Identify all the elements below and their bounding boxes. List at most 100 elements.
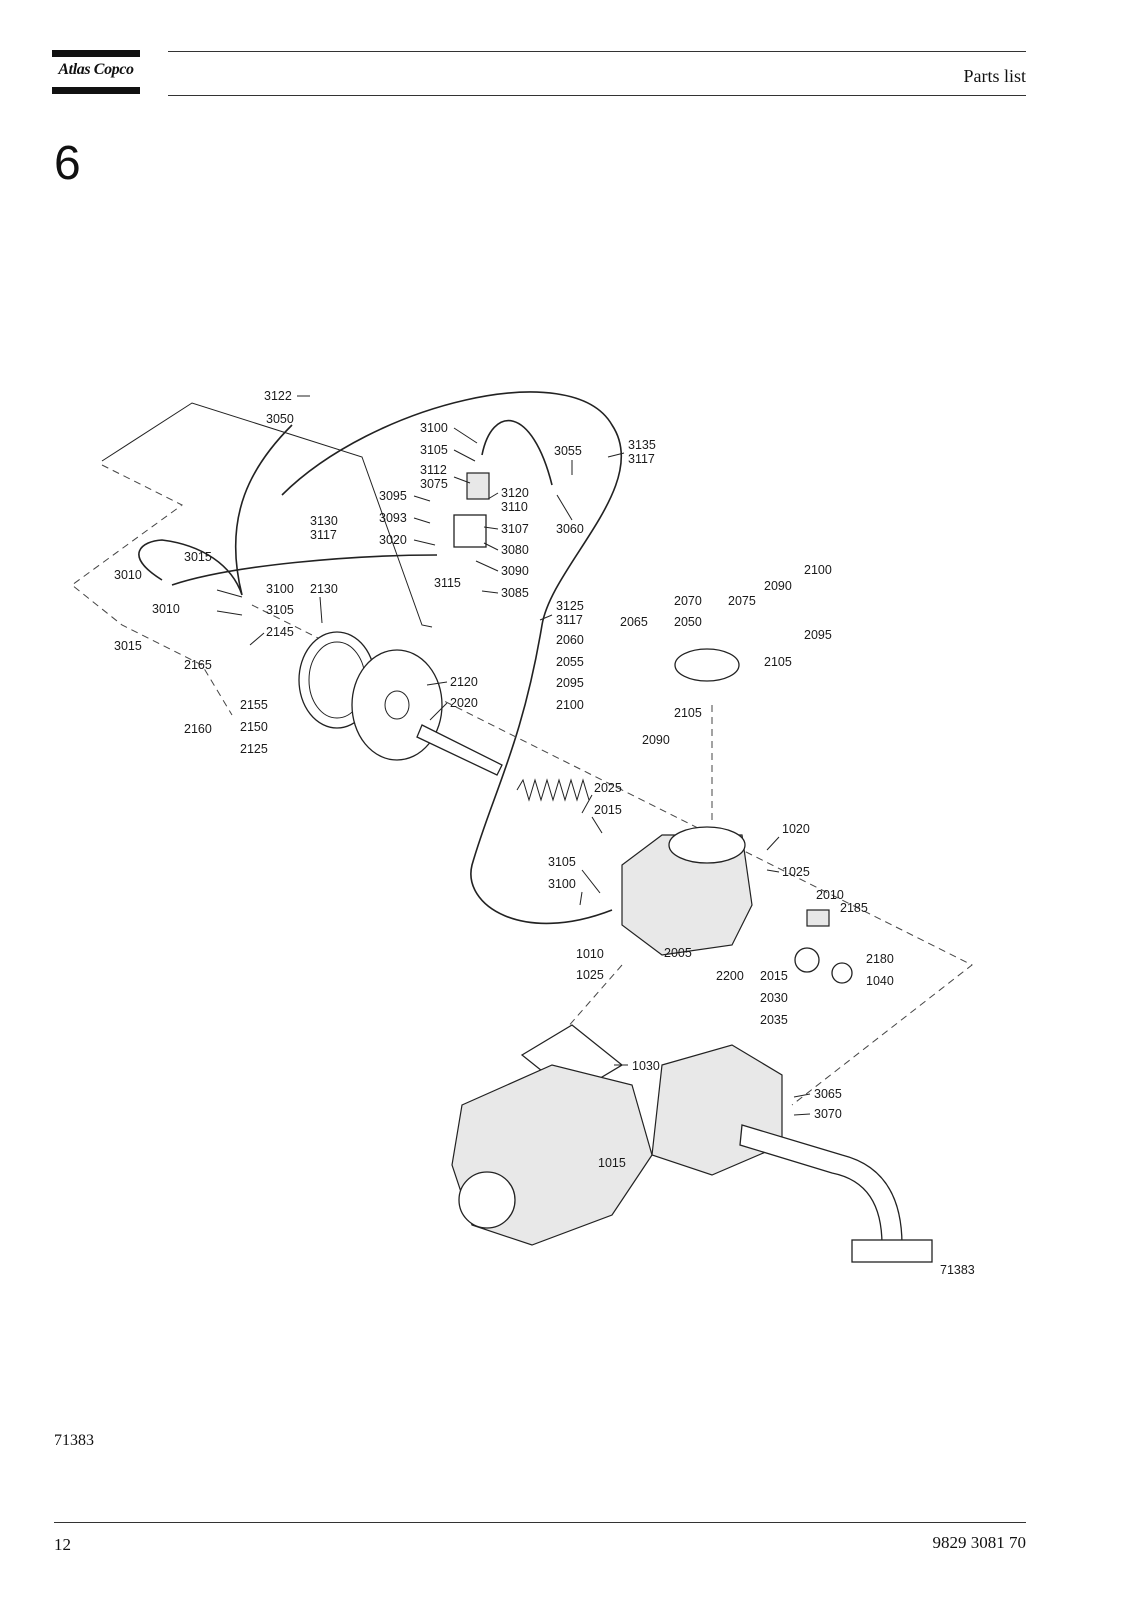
callout-2065: 2065 (620, 615, 648, 629)
washer-1040 (831, 962, 853, 984)
callout-3090: 3090 (501, 564, 529, 578)
callout-3117-b: 3117 (310, 528, 337, 542)
valve-block (453, 514, 487, 548)
callout-2105-b: 2105 (674, 706, 702, 720)
leader-lines (216, 395, 811, 1116)
section-number: 6 (54, 137, 81, 190)
callout-2090-b: 2090 (642, 733, 670, 747)
plug-2185 (806, 909, 830, 927)
callout-2075: 2075 (728, 594, 756, 608)
callout-3112: 3112 (420, 463, 447, 477)
callout-2200: 2200 (716, 969, 744, 983)
unloader-inlet-ring (668, 826, 746, 864)
callout-2010: 2010 (816, 888, 844, 902)
callout-3010-a: 3010 (114, 568, 142, 582)
callout-2070: 2070 (674, 594, 702, 608)
callout-2100-a: 2100 (804, 563, 832, 577)
callout-3120: 3120 (501, 486, 529, 500)
exploded-parts-diagram: 3122 3050 3100 3105 3112 3075 3095 3093 … (52, 365, 1012, 1325)
callout-1025-b: 1025 (576, 968, 604, 982)
callout-1040: 1040 (866, 974, 894, 988)
callout-2015-a: 2015 (594, 803, 622, 817)
callout-1020: 1020 (782, 822, 810, 836)
callout-3100-c: 3100 (548, 877, 576, 891)
logo-wordmark: Atlas Copco (58, 61, 134, 78)
callout-3105-c: 3105 (548, 855, 576, 869)
callout-2145: 2145 (266, 625, 294, 639)
piston-rod (416, 724, 503, 776)
callout-3117-a: 3117 (628, 452, 655, 466)
callout-2155: 2155 (240, 698, 268, 712)
callout-2055: 2055 (556, 655, 584, 669)
callout-3105-b: 3105 (266, 603, 294, 617)
cap-2030 (794, 947, 820, 973)
callout-2180: 2180 (866, 952, 894, 966)
footer-rule (54, 1522, 1026, 1523)
callout-2015-b: 2015 (760, 969, 788, 983)
callout-3080: 3080 (501, 543, 529, 557)
callout-2160: 2160 (184, 722, 212, 736)
callout-2060: 2060 (556, 633, 584, 647)
callout-3015-b: 3015 (114, 639, 142, 653)
callout-3065: 3065 (814, 1087, 842, 1101)
callout-3085: 3085 (501, 586, 529, 600)
header-rule-top (168, 51, 1026, 52)
hose-large-loop (281, 391, 623, 925)
callout-2150: 2150 (240, 720, 268, 734)
callout-2025: 2025 (594, 781, 622, 795)
callout-2125: 2125 (240, 742, 268, 756)
callout-1015: 1015 (598, 1156, 626, 1170)
assembly-line-left (71, 464, 233, 716)
gear-casing (651, 1044, 783, 1176)
spring (516, 778, 590, 802)
callout-3110: 3110 (501, 500, 528, 514)
figure-number: 71383 (54, 1432, 94, 1449)
callout-2100-b: 2100 (556, 698, 584, 712)
callout-3015-a: 3015 (184, 550, 212, 564)
solenoid-valve (466, 472, 490, 500)
logo-bar-top (52, 50, 140, 57)
callout-3125: 3125 (556, 599, 584, 613)
callout-2105-a: 2105 (764, 655, 792, 669)
hose-mid (171, 554, 438, 586)
callout-labels: 3122 3050 3100 3105 3112 3075 3095 3093 … (114, 389, 975, 1277)
callout-2185: 2185 (840, 901, 868, 915)
callout-3060: 3060 (556, 522, 584, 536)
document-number: 9829 3081 70 (932, 1533, 1027, 1552)
diaphragm-center (384, 690, 410, 720)
outlet-flange (851, 1239, 933, 1263)
hose-upper (481, 419, 553, 486)
header-title: Parts list (963, 66, 1026, 86)
diagram-canvas: 3122 3050 3100 3105 3112 3075 3095 3093 … (71, 389, 975, 1277)
callout-1010: 1010 (576, 947, 604, 961)
callout-3070: 3070 (814, 1107, 842, 1121)
callout-3075: 3075 (420, 477, 448, 491)
unloader-cover (674, 648, 740, 682)
callout-3020: 3020 (379, 533, 407, 547)
callout-2165: 2165 (184, 658, 212, 672)
callout-2020: 2020 (450, 696, 478, 710)
callout-3010-b: 3010 (152, 602, 180, 616)
atlas-copco-logo: Atlas Copco (52, 50, 140, 94)
callout-2090-a: 2090 (764, 579, 792, 593)
header-rule-bottom (168, 95, 1026, 96)
rod-3050 (101, 402, 433, 628)
callout-2130: 2130 (310, 582, 338, 596)
diaphragm (351, 649, 443, 761)
callout-3095: 3095 (379, 489, 407, 503)
callout-2050: 2050 (674, 615, 702, 629)
callout-3115: 3115 (434, 576, 461, 590)
callout-3122: 3122 (264, 389, 292, 403)
callout-2095-a: 2095 (804, 628, 832, 642)
callout-3105-a: 3105 (420, 443, 448, 457)
page-number: 12 (54, 1535, 71, 1554)
callout-2095-b: 2095 (556, 676, 584, 690)
callout-3117-c: 3117 (556, 613, 583, 627)
callout-3135: 3135 (628, 438, 656, 452)
callout-3050: 3050 (266, 412, 294, 426)
figure-id-label: 71383 (940, 1263, 975, 1277)
callout-2035: 2035 (760, 1013, 788, 1027)
assembly-line-main (251, 604, 973, 1106)
callout-2030: 2030 (760, 991, 788, 1005)
compressor-drive-face (458, 1171, 516, 1229)
